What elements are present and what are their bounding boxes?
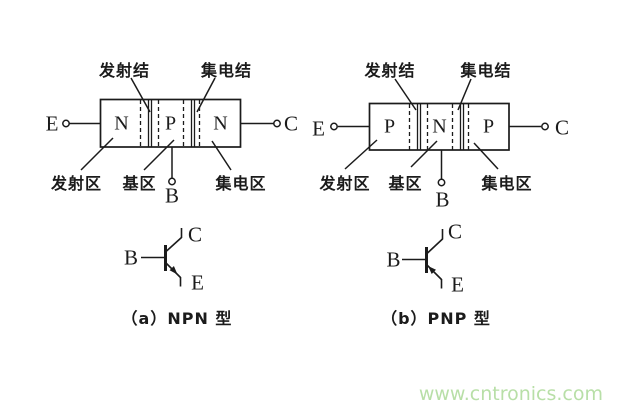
npn-base-terminal-circle — [168, 177, 176, 186]
pnp-emitter-terminal-circle — [330, 122, 338, 131]
pnp-symbol-emitter-label: E — [451, 272, 464, 296]
pnp-collector-terminal-circle — [541, 122, 549, 131]
npn-collector-terminal-circle — [273, 119, 281, 128]
npn-collector-region-label: 集电区 — [215, 174, 267, 193]
npn-caption: （a）NPN 型 — [121, 308, 233, 328]
pnp-collector-terminal-label: C — [554, 115, 570, 139]
npn-structure-lines — [62, 77, 281, 186]
pnp-base-region-leader — [410, 140, 438, 168]
npn-emitter-region-leader — [80, 137, 114, 171]
pnp-base-terminal-circle — [437, 178, 446, 187]
pnp-region-2: N — [432, 115, 447, 138]
pnp-emitter-region-label: 发射区 — [319, 174, 371, 193]
watermark-text: www.cntronics.com — [418, 383, 603, 405]
npn-symbol — [141, 228, 183, 287]
pnp-base-terminal-label: B — [435, 187, 450, 211]
npn-emitter-terminal-circle — [62, 119, 70, 128]
pnp-collector-region-leader — [473, 142, 499, 170]
npn-symbol-collector-diag — [165, 236, 183, 253]
pnp-base-region-label: 基区 — [388, 173, 423, 193]
npn-base-terminal-label: B — [164, 183, 180, 207]
npn-emitter-terminal-label: E — [45, 111, 59, 136]
pnp-symbol-collector-label: C — [447, 219, 463, 243]
npn-symbol-collector-label: C — [187, 222, 203, 246]
npn-base-region-label: 基区 — [122, 174, 157, 193]
npn-region-1: N — [114, 112, 129, 134]
npn-collector-junction-leader — [196, 77, 216, 113]
npn-symbol-emitter-label: E — [191, 270, 204, 294]
pnp-emitter-junction-leader — [394, 78, 417, 111]
npn-collector-terminal-label: C — [283, 111, 299, 136]
npn-emitter-region-label: 发射区 — [50, 174, 103, 193]
npn-region-3: N — [213, 112, 228, 134]
npn-symbol-emitter-arrow — [169, 266, 178, 275]
npn-base-region-leader — [143, 139, 175, 171]
pnp-symbol-emitter-arrow — [428, 266, 436, 274]
pnp-region-1: P — [383, 115, 396, 137]
pnp-structure-lines — [330, 78, 549, 187]
pnp-symbol — [402, 229, 444, 289]
pnp-symbol-collector-diag — [426, 238, 444, 255]
npn-region-2: P — [164, 112, 177, 135]
pnp-symbol-base-label: B — [386, 247, 401, 271]
pnp-emitter-region-leader — [344, 139, 378, 170]
pnp-emitter-junction-label: 发射结 — [364, 61, 416, 80]
npn-emitter-junction-leader — [130, 77, 151, 113]
pnp-collector-junction-label: 集电结 — [460, 61, 512, 80]
npn-symbol-base-label: B — [123, 245, 139, 269]
npn-emitter-junction-label: 发射结 — [98, 61, 151, 80]
npn-collector-region-leader — [211, 140, 232, 171]
pnp-region-3: P — [482, 115, 495, 137]
pnp-collector-junction-leader — [457, 78, 472, 111]
npn-collector-junction-label: 集电结 — [200, 61, 253, 80]
pnp-caption: （b）PNP 型 — [381, 308, 491, 328]
pnp-collector-region-label: 集电区 — [481, 174, 533, 193]
pnp-emitter-terminal-label: E — [312, 116, 325, 140]
